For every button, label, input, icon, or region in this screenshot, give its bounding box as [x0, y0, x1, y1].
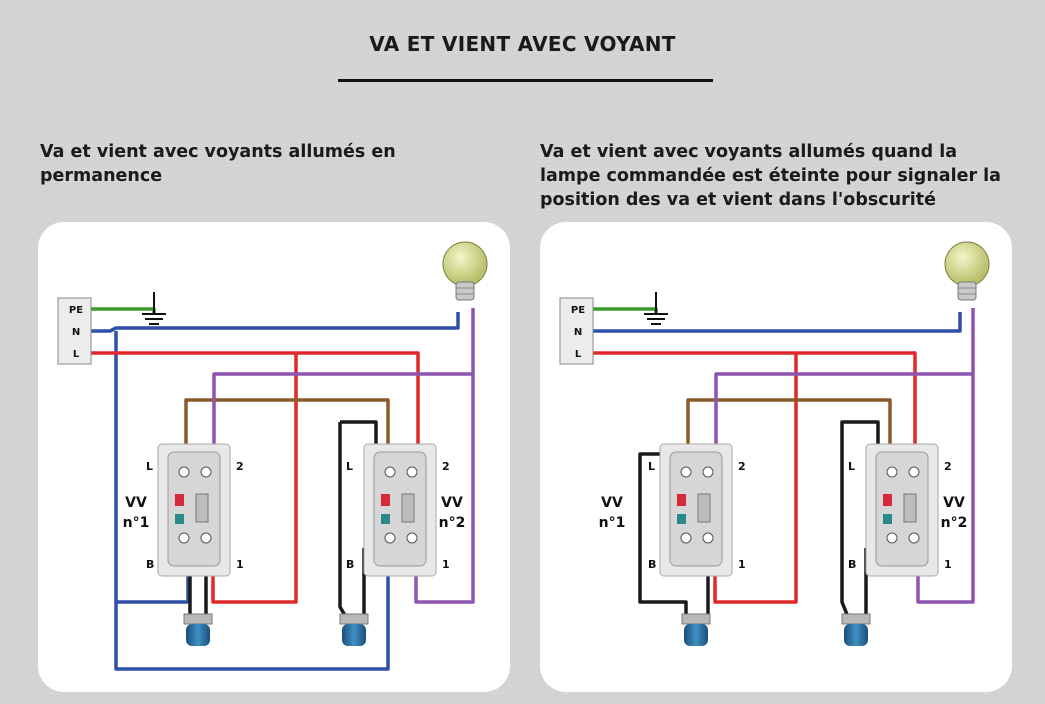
sw1-term-2: 2: [236, 460, 244, 473]
terminal-l: L: [575, 349, 582, 360]
sw2-term-1: 1: [944, 558, 952, 571]
switch-vv1-icon: [157, 443, 231, 577]
pilot-wire-sw2b: [338, 422, 348, 618]
sw2-term-2: 2: [442, 460, 450, 473]
terminal-block: PE N L: [559, 297, 594, 365]
sw2-term-b: B: [848, 558, 856, 571]
terminal-n: N: [72, 327, 80, 338]
sw1-name-line1: VV: [125, 495, 147, 511]
terminal-pe: PE: [69, 305, 83, 316]
sw2-name-line1: VV: [943, 495, 965, 511]
phase-wire: [592, 351, 917, 454]
sw2-term-l: L: [848, 460, 855, 473]
sw1-term-b: B: [146, 558, 154, 571]
sw2-name-line2: n°2: [941, 515, 968, 531]
sw1-term-l: L: [146, 460, 153, 473]
lamp-bulb-icon: [442, 241, 488, 301]
switch-vv2-icon: [865, 443, 939, 577]
traveler-wire-2: [714, 372, 973, 454]
left-wiring-panel: PE N L L 2: [38, 222, 510, 692]
pilot-led-1-icon: [183, 613, 213, 646]
traveler-wire-2: [212, 372, 473, 454]
right-wiring-diagram: PE N L L 2 B 1: [559, 241, 990, 646]
terminal-block: PE N L: [57, 297, 92, 365]
sw1-name-line1: VV: [601, 495, 623, 511]
pilot-led-2-icon: [339, 613, 369, 646]
sw1-term-1: 1: [236, 558, 244, 571]
left-diagram-caption: Va et vient avec voyants allumés en perm…: [40, 142, 396, 186]
sw1-term-l: L: [648, 460, 655, 473]
right-wiring-panel: PE N L L 2 B 1: [540, 222, 1012, 692]
terminal-l: L: [73, 349, 80, 360]
sw2-name-line2: n°2: [439, 515, 466, 531]
sw1-name-line2: n°1: [599, 515, 626, 531]
pilot-wire-sw2: [340, 420, 378, 454]
earth-symbol-icon: [644, 292, 668, 325]
sw2-term-2: 2: [944, 460, 952, 473]
pilot-wire-sw1: [638, 452, 688, 617]
neutral-wire-return: [114, 548, 390, 671]
pilot-led-1-icon: [681, 613, 711, 646]
sw2-name-line1: VV: [441, 495, 463, 511]
sw1-term-2: 2: [738, 460, 746, 473]
sw1-term-1: 1: [738, 558, 746, 571]
switch-vv2-icon: [363, 443, 437, 577]
pilot-led-2-icon: [841, 613, 871, 646]
sw1-term-b: B: [648, 558, 656, 571]
terminal-n: N: [574, 327, 582, 338]
traveler-wire-1: [184, 398, 390, 454]
sw2-term-l: L: [346, 460, 353, 473]
phase-wire: [90, 351, 420, 454]
left-wiring-diagram: PE N L L 2: [57, 241, 488, 671]
neutral-wire: [592, 312, 962, 333]
pilot-wire-sw2: [840, 420, 880, 618]
switch-vv1-icon: [659, 443, 733, 577]
earth-symbol-icon: [142, 292, 166, 325]
page-title: VA ET VIENT AVEC VOYANT: [369, 32, 676, 56]
title-underline: [338, 79, 713, 82]
traveler-wire-1: [686, 398, 892, 454]
neutral-wire: [90, 312, 460, 333]
sw1-name-line2: n°1: [123, 515, 150, 531]
right-diagram-caption: Va et vient avec voyants allumés quand l…: [540, 142, 1001, 210]
terminal-pe: PE: [571, 305, 585, 316]
lamp-bulb-icon: [944, 241, 990, 301]
sw2-term-b: B: [346, 558, 354, 571]
sw2-term-1: 1: [442, 558, 450, 571]
